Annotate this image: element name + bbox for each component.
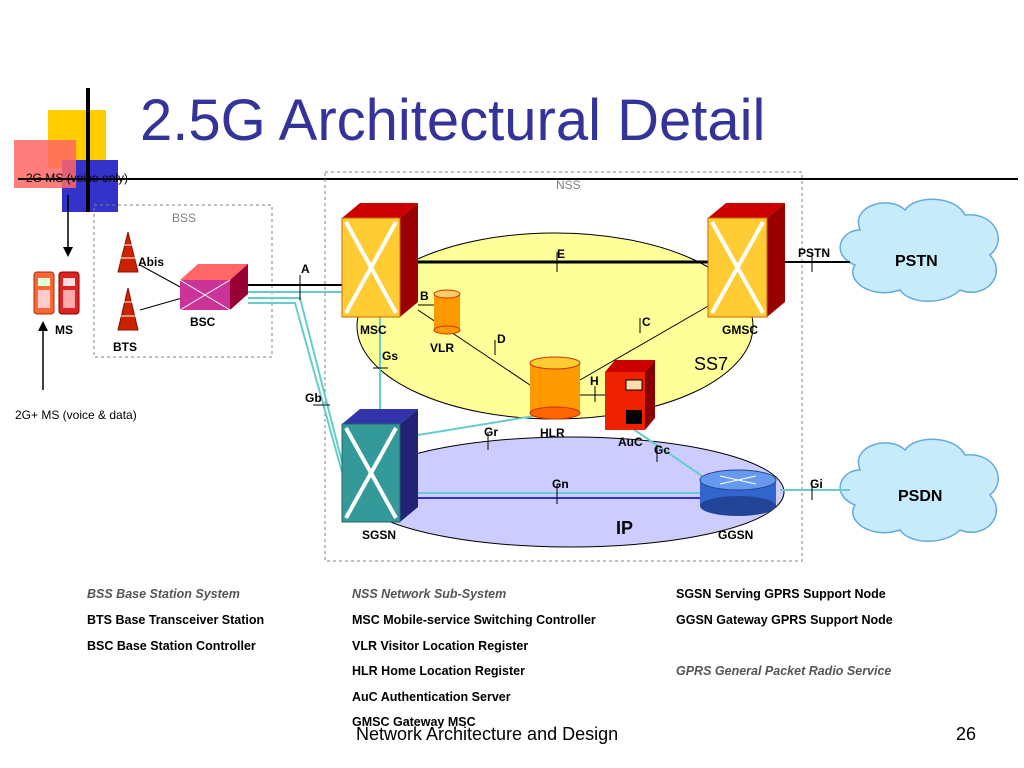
psdn-cloud-icon [839, 438, 999, 542]
legend-msc: MSC Mobile-service Switching Controller [352, 613, 596, 627]
label-vlr: VLR [430, 341, 454, 355]
switch-icon [341, 409, 418, 523]
legend-vlr: VLR Visitor Location Register [352, 639, 529, 653]
label-if-gs: Gs [382, 349, 398, 363]
label-bts: BTS [113, 340, 137, 354]
label-psdn-cloud: PSDN [898, 488, 942, 505]
mobile-phone-icon [33, 271, 80, 315]
label-if-gb: Gb [305, 391, 322, 405]
server-icon [605, 360, 655, 430]
database-cylinder-icon [433, 289, 461, 335]
label-if-gr: Gr [484, 425, 498, 439]
links [248, 260, 850, 286]
legend-auc: AuC Authentication Server [352, 690, 511, 704]
label-2g-ms: 2G MS (voice only) [26, 171, 128, 185]
pstn-cloud-icon [839, 198, 999, 302]
legend-gprs: GPRS General Packet Radio Service [676, 664, 892, 678]
page-number: 26 [956, 724, 977, 744]
interface-ticks [299, 252, 813, 504]
label-if-gn: Gn [552, 477, 569, 491]
deco-horizontal-bar [18, 178, 1018, 180]
label-if-pstn: PSTN [798, 246, 830, 260]
label-nss: NSS [556, 178, 581, 192]
label-ip: IP [616, 518, 633, 538]
database-cylinder-icon [529, 356, 581, 420]
legend-sgsn: SGSN Serving GPRS Support Node [676, 587, 886, 601]
legend-bsc: BSC Base Station Controller [87, 639, 256, 653]
label-ss7: SS7 [694, 354, 728, 374]
label-if-d: D [497, 332, 506, 346]
router-icon [699, 469, 777, 516]
label-if-b: B [420, 289, 429, 303]
legend-bts: BTS Base Transceiver Station [87, 613, 265, 627]
switch-icon [341, 203, 418, 318]
label-hlr: HLR [540, 426, 565, 440]
legend-nss: NSS Network Sub-System [352, 587, 507, 601]
label-bss: BSS [172, 211, 196, 225]
deco-red-square [14, 140, 76, 188]
label-pstn-cloud: PSTN [895, 253, 938, 270]
label-if-a: A [301, 262, 310, 276]
deco-vertical-bar [86, 88, 90, 212]
antenna-icon [116, 231, 183, 331]
legend-hlr: HLR Home Location Register [352, 664, 525, 678]
legend-ggsn: GGSN Gateway GPRS Support Node [676, 613, 893, 627]
footer-text: Network Architecture and Design [356, 724, 619, 744]
page-title: 2.5G Architectural Detail [140, 88, 766, 153]
label-bsc: BSC [190, 315, 216, 329]
label-ms: MS [55, 323, 73, 337]
nss-boundary [324, 171, 803, 562]
label-2g-plus-ms: 2G+ MS (voice & data) [15, 408, 137, 422]
label-sgsn: SGSN [362, 528, 396, 542]
label-gmsc: GMSC [722, 323, 758, 337]
label-auc: AuC [618, 435, 643, 449]
label-if-gc: Gc [654, 443, 670, 457]
switch-icon [179, 264, 248, 311]
switch-icon [707, 203, 785, 318]
legend-gmsc: GMSC Gateway MSC [352, 715, 476, 729]
label-if-c: C [642, 315, 651, 329]
label-abis: Abis [138, 255, 164, 269]
label-ggsn: GGSN [718, 528, 753, 542]
data-links [248, 291, 850, 499]
label-if-gi: Gi [810, 477, 823, 491]
label-msc: MSC [360, 323, 387, 337]
label-if-e: E [557, 247, 565, 261]
label-if-h: H [590, 374, 599, 388]
bss-boundary [93, 204, 273, 358]
legend-bss: BSS Base Station System [87, 587, 240, 601]
